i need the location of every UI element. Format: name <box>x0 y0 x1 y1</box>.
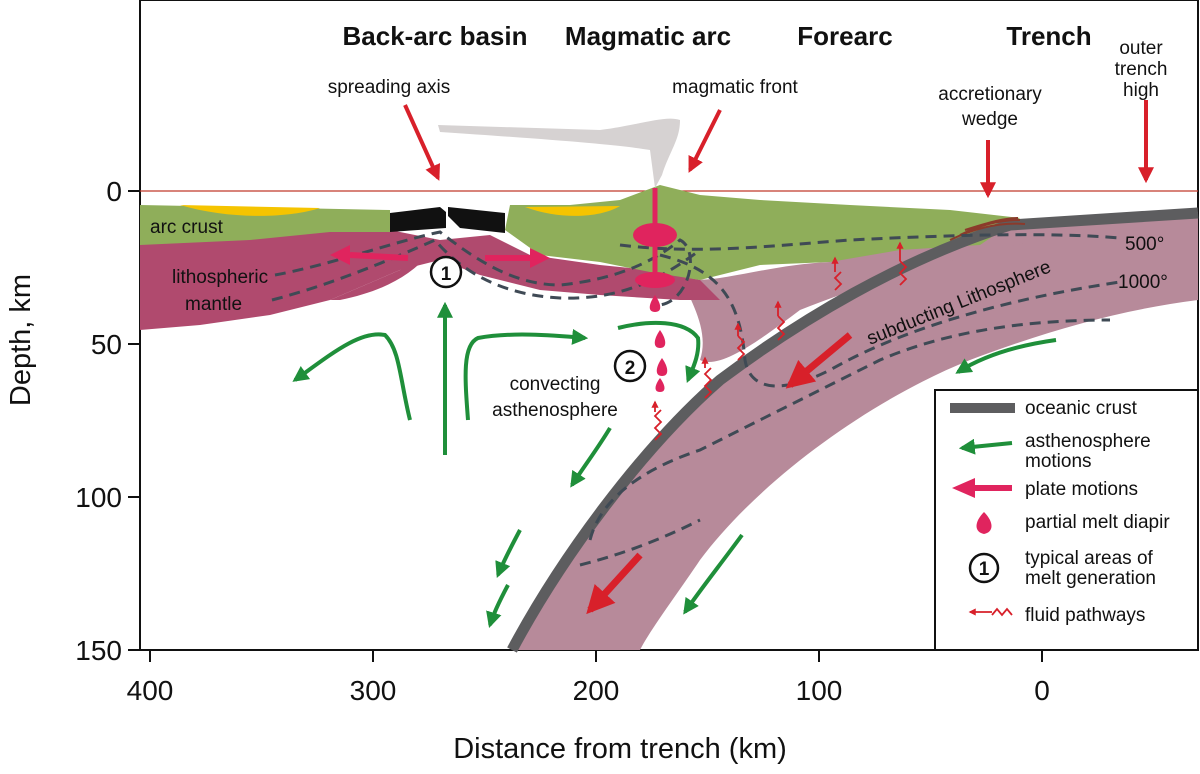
ridge-block-right <box>448 207 505 233</box>
lithospheric-mantle-label-line2: mantle <box>185 294 242 315</box>
asthenosphere-motion-arrow <box>683 533 744 615</box>
legend-asthenosphere-line2: motions <box>1025 451 1092 472</box>
arc-crust-label: arc crust <box>150 217 224 238</box>
convecting-asthenosphere-line1: convecting <box>510 374 601 395</box>
volcanic-plume <box>438 118 680 188</box>
accretionary-wedge-lines <box>949 217 1026 241</box>
magma-chamber-upper <box>633 223 677 247</box>
y-axis: 0 50 100 150 Depth, km <box>5 176 140 666</box>
outer-trench-high-line2: trench <box>1115 59 1168 80</box>
y-tick-label: 50 <box>91 329 122 360</box>
region-label-forearc: Forearc <box>797 21 892 51</box>
lithospheric-mantle-label-line1: lithospheric <box>172 267 268 288</box>
isotherm-500-backarc <box>274 230 692 307</box>
legend-asthenosphere-arrow <box>958 438 1013 455</box>
fluid-pathway <box>705 358 713 399</box>
magmatic-front-arrow <box>688 109 722 173</box>
legend-plate-motions-label: plate motions <box>1025 479 1138 500</box>
x-axis-title: Distance from trench (km) <box>453 733 787 765</box>
melt-diapir <box>655 378 665 392</box>
slab-motion-arrow-lower <box>586 552 643 615</box>
y-tick-label: 0 <box>106 176 122 207</box>
asthenosphere-motion-arrow <box>570 426 612 488</box>
arc-crust-left <box>140 205 390 245</box>
ridge-block-left <box>390 207 446 232</box>
legend-melt-line2: melt generation <box>1025 568 1156 589</box>
x-tick-label: 0 <box>1034 675 1050 706</box>
asthenosphere-motion-arrow <box>292 332 412 421</box>
subducting-slab <box>515 212 1198 650</box>
melt-diapir <box>649 295 661 312</box>
plate-motion-arrowhead <box>530 248 550 268</box>
legend-melt-circle <box>968 552 1000 584</box>
backarc-sediment <box>180 205 320 216</box>
spreading-axis-arrow <box>403 104 441 181</box>
region-label-trench: Trench <box>1006 21 1091 51</box>
melt-area-marker-2 <box>613 349 647 383</box>
magma-chamber-lower <box>635 272 675 288</box>
y-axis-title: Depth, km <box>5 274 37 406</box>
legend-diapir-label: partial melt diapir <box>1025 512 1170 533</box>
asthenosphere-motion-arrow <box>463 328 589 421</box>
melt-area-number-1: 1 <box>441 264 452 285</box>
x-axis: 400 300 200 100 0 Distance from trench (… <box>127 650 1050 765</box>
legend-oceanic-crust-label: oceanic crust <box>1025 398 1138 419</box>
x-tick-label: 100 <box>796 675 843 706</box>
fluid-pathway <box>900 243 908 286</box>
legend-plate-motion-arrowhead <box>952 478 975 498</box>
fluid-pathway <box>655 402 663 441</box>
asthenosphere-motion-arrow <box>495 529 522 578</box>
accretionary-label-line1: accretionary <box>938 84 1042 105</box>
melt-diapir <box>656 358 668 376</box>
accretionary-label-line2: wedge <box>961 109 1018 130</box>
asthenosphere-motion-arrow <box>617 320 701 383</box>
y-tick-label: 150 <box>75 635 122 666</box>
legend-melt-line1: typical areas of <box>1025 548 1154 569</box>
isotherm-slab-tip <box>579 518 701 567</box>
legend: oceanic crust asthenosphere motions plat… <box>934 389 1199 651</box>
asthenosphere-motion-arrow <box>955 338 1057 374</box>
convecting-asthenosphere-line2: asthenosphere <box>492 400 618 421</box>
melt-area-marker-1 <box>429 255 463 289</box>
legend-asthenosphere-line1: asthenosphere <box>1025 431 1151 452</box>
isotherm-slab-lower <box>588 318 1111 541</box>
legend-fluid-pathways-label: fluid pathways <box>1025 605 1145 626</box>
lithospheric-mantle <box>140 230 720 330</box>
x-tick-label: 400 <box>127 675 174 706</box>
arc-crust-right <box>505 185 1020 280</box>
isotherm-500-arc <box>619 233 1121 251</box>
x-tick-label: 200 <box>573 675 620 706</box>
isotherm-1000-slab <box>659 253 1121 388</box>
forearc-sediment <box>525 206 620 216</box>
fluid-pathway <box>778 302 786 341</box>
legend-fluid-pathway-swatch <box>970 609 1013 615</box>
magmatic-front-label: magmatic front <box>672 77 798 98</box>
plate-motion-arrow-left <box>349 252 409 261</box>
isotherm-1000-label: 1000° <box>1118 272 1168 293</box>
x-tick-label: 300 <box>350 675 397 706</box>
legend-diapir-swatch <box>976 512 992 534</box>
asthenosphere-motion-arrow <box>486 584 510 629</box>
y-tick-label: 100 <box>75 482 122 513</box>
oceanic-crust-band <box>507 207 1199 653</box>
melt-area-number-2: 2 <box>625 358 636 379</box>
melt-diapir <box>654 330 666 348</box>
plate-motion-arrowhead <box>330 245 350 265</box>
fluid-pathway <box>738 324 746 361</box>
spreading-axis-label: spreading axis <box>328 77 451 98</box>
outer-trench-high-line3: high <box>1123 80 1159 101</box>
region-label-back-arc: Back-arc basin <box>343 21 528 51</box>
legend-melt-number: 1 <box>979 559 990 580</box>
slab-motion-arrow-upper <box>785 332 853 389</box>
isotherm-500-label: 500° <box>1125 234 1164 255</box>
region-label-magmatic-arc: Magmatic arc <box>565 21 731 51</box>
outer-trench-high-line1: outer <box>1119 38 1163 59</box>
fluid-pathway <box>835 258 843 291</box>
